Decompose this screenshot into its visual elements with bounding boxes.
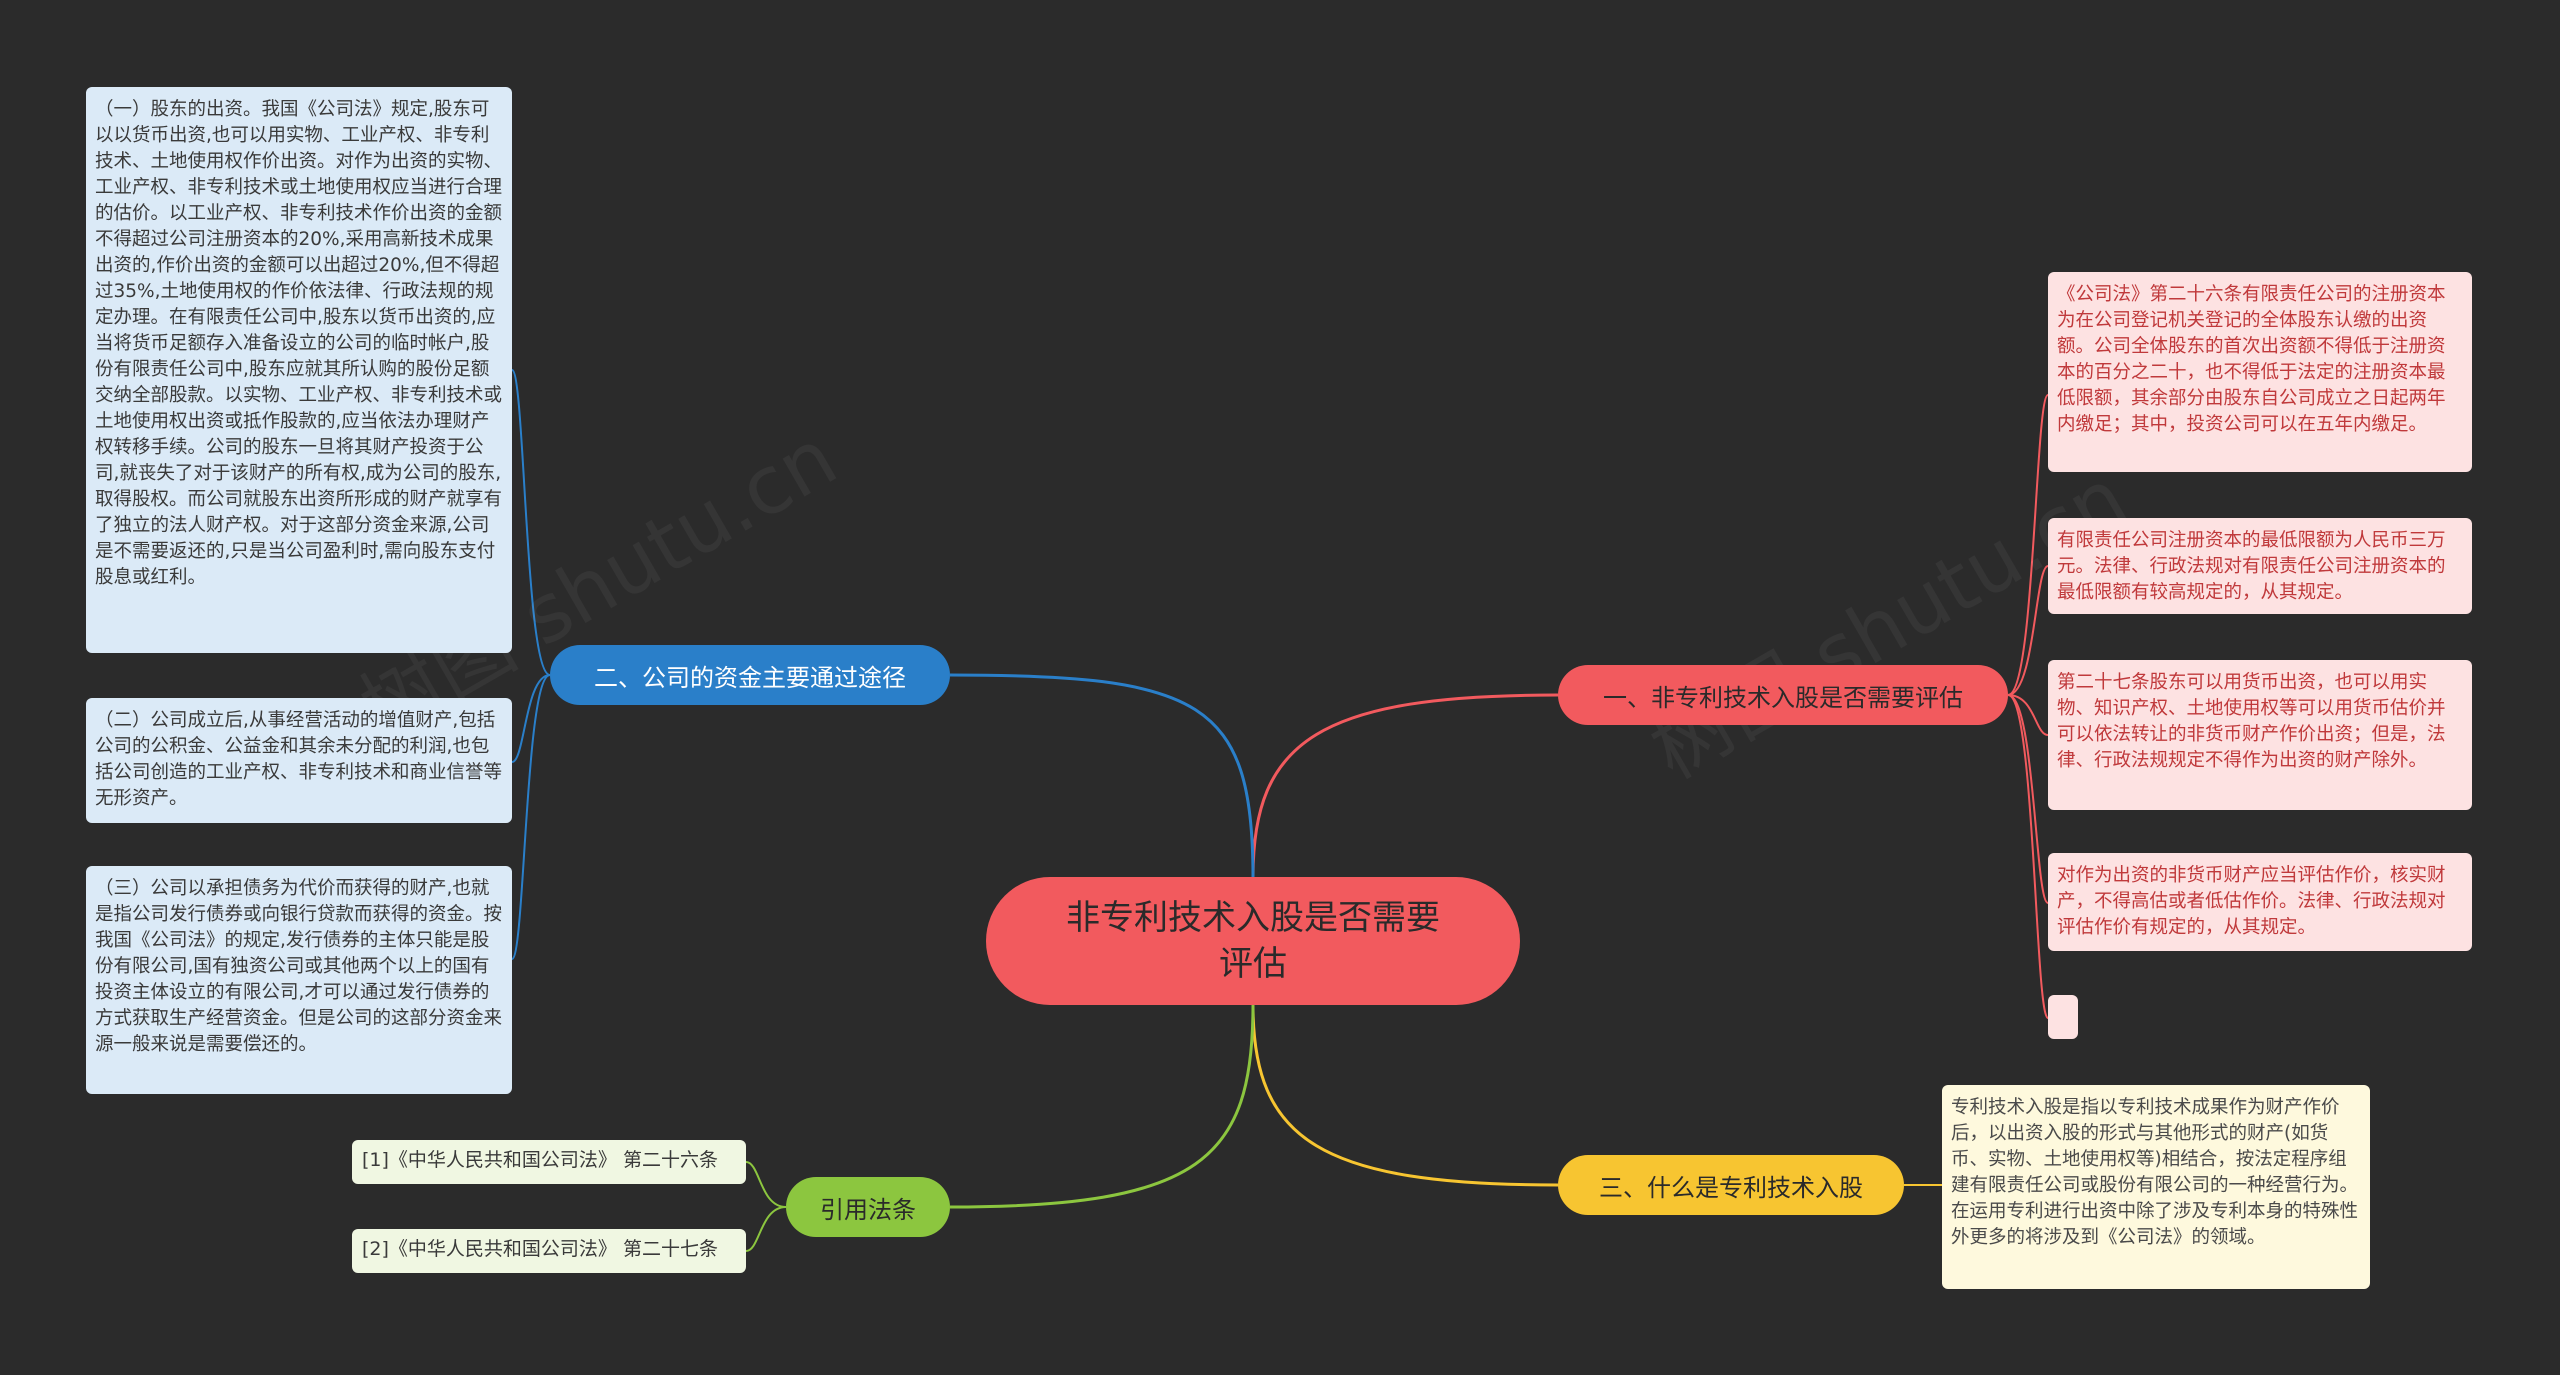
connector-eval-leaf bbox=[2007, 694, 2049, 1019]
leaf-funds-2[interactable]: （二）公司成立后,从事经营活动的增值财产,包括公司的公积金、公益金和其余未分配的… bbox=[86, 698, 512, 823]
connector-root-funds bbox=[949, 673, 1255, 878]
connector-funds-leaf bbox=[511, 674, 551, 960]
connector-funds-leaf bbox=[511, 674, 551, 763]
root-label: 非专利技术入股是否需要评估 bbox=[1066, 898, 1440, 984]
leaf-eval-5[interactable] bbox=[2048, 995, 2078, 1039]
connector-root-eval bbox=[1251, 693, 1559, 878]
connector-root-patent bbox=[1251, 1004, 1559, 1187]
connector-eval-leaf bbox=[2007, 694, 2049, 904]
leaf-laws-1[interactable]: [1]《中华人民共和国公司法》 第二十六条 bbox=[352, 1140, 746, 1184]
connector-root-laws bbox=[949, 1004, 1255, 1209]
leaf-funds-3[interactable]: （三）公司以承担债务为代价而获得的财产,也就是指公司发行债券或向银行贷款而获得的… bbox=[86, 866, 512, 1094]
branch-eval[interactable]: 一、非专利技术入股是否需要评估 bbox=[1558, 665, 2008, 725]
connector-laws-leaf bbox=[745, 1206, 787, 1252]
connector-funds-leaf bbox=[511, 369, 551, 676]
leaf-laws-2[interactable]: [2]《中华人民共和国公司法》 第二十七条 bbox=[352, 1229, 746, 1273]
branch-laws[interactable]: 引用法条 bbox=[786, 1177, 950, 1237]
branch-label: 三、什么是专利技术入股 bbox=[1599, 1173, 1863, 1202]
leaf-patent-1[interactable]: 专利技术入股是指以专利技术成果作为财产作价后，以出资入股的形式与其他形式的财产(… bbox=[1942, 1085, 2370, 1289]
branch-label: 一、非专利技术入股是否需要评估 bbox=[1603, 683, 1963, 712]
root-node[interactable]: 非专利技术入股是否需要评估 bbox=[986, 877, 1520, 1005]
leaf-eval-4[interactable]: 对作为出资的非货币财产应当评估作价，核实财产，不得高估或者低估作价。法律、行政法… bbox=[2048, 853, 2472, 951]
connector-eval-leaf bbox=[2007, 694, 2049, 736]
leaf-eval-3[interactable]: 第二十七条股东可以用货币出资，也可以用实物、知识产权、土地使用权等可以用货币估价… bbox=[2048, 660, 2472, 810]
leaf-eval-2[interactable]: 有限责任公司注册资本的最低限额为人民币三万元。法律、行政法规对有限责任公司注册资… bbox=[2048, 518, 2472, 614]
connector-eval-leaf bbox=[2007, 394, 2049, 696]
branch-funds[interactable]: 二、公司的资金主要通过途径 bbox=[550, 645, 950, 705]
branch-label: 引用法条 bbox=[820, 1195, 916, 1224]
branch-label: 二、公司的资金主要通过途径 bbox=[594, 663, 906, 692]
connector-laws-leaf bbox=[745, 1161, 787, 1208]
branch-patent[interactable]: 三、什么是专利技术入股 bbox=[1558, 1155, 1904, 1215]
leaf-funds-1[interactable]: （一）股东的出资。我国《公司法》规定,股东可以以货币出资,也可以用实物、工业产权… bbox=[86, 87, 512, 653]
leaf-eval-1[interactable]: 《公司法》第二十六条有限责任公司的注册资本为在公司登记机关登记的全体股东认缴的出… bbox=[2048, 272, 2472, 472]
connector-eval-leaf bbox=[2007, 565, 2049, 696]
